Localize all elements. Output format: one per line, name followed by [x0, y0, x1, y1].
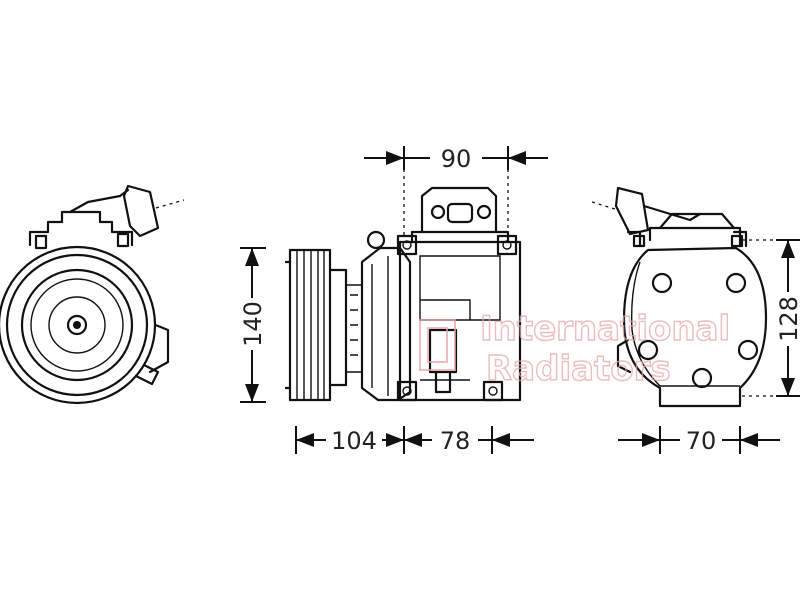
- front-view: [0, 184, 185, 405]
- watermark-line2: Radiators: [486, 349, 671, 389]
- rear-view: [591, 186, 782, 408]
- dimension-104-78: 104 78: [295, 426, 534, 455]
- dimension-label-140: 140: [239, 301, 267, 347]
- dimension-label-70: 70: [686, 427, 717, 455]
- dimension-140: 140: [238, 247, 267, 403]
- watermark: International Radiators: [419, 308, 731, 390]
- dimension-label-104: 104: [331, 427, 377, 455]
- watermark-logo: [419, 319, 456, 371]
- dimension-label-128: 128: [775, 296, 800, 342]
- dimension-128: 128: [775, 239, 800, 397]
- side-view: [284, 162, 522, 402]
- watermark-line1: International: [480, 309, 730, 349]
- dimension-70: 70: [618, 426, 780, 455]
- dimension-label-90: 90: [441, 145, 472, 173]
- dimension-label-78: 78: [440, 427, 471, 455]
- dimension-90: 90: [364, 144, 548, 173]
